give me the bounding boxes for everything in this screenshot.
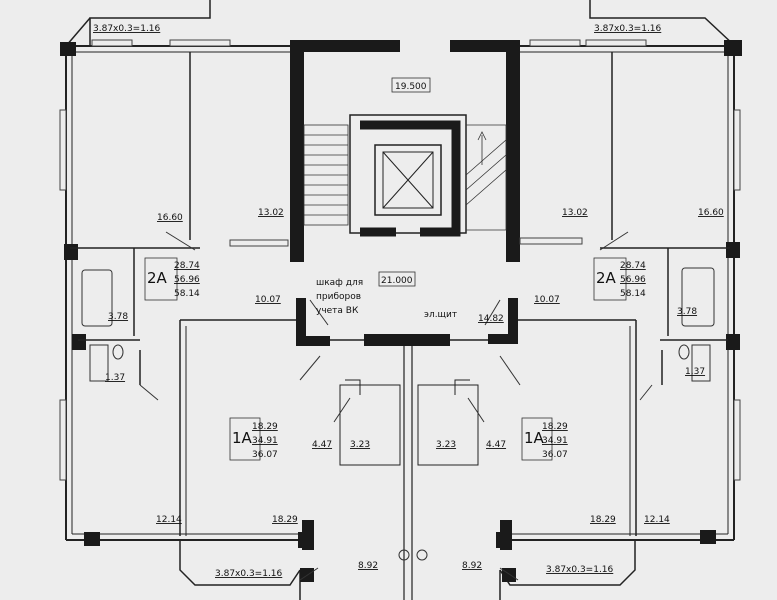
- room-area-right-kitchen: 13.02: [562, 208, 588, 218]
- elevation-top-box: [391, 77, 431, 93]
- room-area-left-room-big: 16.60: [157, 213, 183, 223]
- unit-area-with-loggia: 58.14: [174, 289, 200, 299]
- unit-total-area: 56.96: [620, 275, 646, 285]
- balcony-labels: 3.87x0.3=1.16 3.87x0.3=1.16 3.87x0.3=1.1…: [93, 24, 662, 579]
- room-area-right-bath: 3.78: [677, 307, 697, 317]
- unit-living-area: 28.74: [174, 261, 200, 271]
- room-area-hall: 14.82: [478, 314, 504, 324]
- unit-tag-left-1a: 1A 18.29 34.91 36.07: [229, 417, 278, 461]
- plumbing-fixtures: [81, 267, 715, 561]
- room-area-right-bottom-room2: 12.14: [644, 515, 670, 525]
- unit-area-with-loggia: 36.07: [252, 450, 278, 460]
- room-area-left-wc: 1.37: [105, 373, 125, 383]
- room-area-left-bottom-room: 12.14: [156, 515, 182, 525]
- room-area-left-corridor: 10.07: [255, 295, 281, 305]
- cabinet-label: шкаф для приборов учета ВК: [316, 278, 363, 316]
- unit-type: 1A: [232, 429, 253, 447]
- service-label: эл.щит: [424, 310, 457, 320]
- room-area-right-sanuzel: 3.23: [436, 440, 456, 450]
- cabinet-label-line-2: приборов: [316, 292, 361, 302]
- unit-living-area: 18.29: [542, 422, 568, 432]
- unit-total-area: 56.96: [174, 275, 200, 285]
- interior-walls: [70, 52, 730, 600]
- room-area-right-bottom-room: 18.29: [590, 515, 616, 525]
- doors: [139, 231, 653, 581]
- room-area-right-hall: 4.47: [486, 440, 506, 450]
- room-area-left-loggia: 8.92: [358, 561, 378, 571]
- elevator-core: [290, 40, 520, 262]
- unit-total-area: 34.91: [542, 436, 568, 446]
- balcony-label-top-right: 3.87x0.3=1.16: [594, 24, 662, 34]
- unit-area-with-loggia: 58.14: [620, 289, 646, 299]
- unit-living-area: 18.29: [252, 422, 278, 432]
- unit-tag-left-2a: 2A 28.74 56.96 58.14: [144, 257, 200, 301]
- cabinet-label-line-1: шкаф для: [316, 278, 363, 288]
- elevation-top: 19.500: [395, 82, 427, 92]
- unit-area-with-loggia: 36.07: [542, 450, 568, 460]
- room-area-right-loggia: 8.92: [462, 561, 482, 571]
- balcony-label-bottom-right: 3.87x0.3=1.16: [546, 565, 614, 575]
- unit-living-area: 28.74: [620, 261, 646, 271]
- cabinet-label-line-3: учета ВК: [316, 306, 359, 316]
- room-area-right-wc: 1.37: [685, 367, 705, 377]
- room-area-left-bottom-room2: 18.29: [272, 515, 298, 525]
- windows: [59, 39, 741, 481]
- elevation-mid: 21.000: [381, 276, 413, 286]
- room-area-left-sanuzel: 3.23: [350, 440, 370, 450]
- staircase: [303, 124, 507, 231]
- room-area-right-room-big: 16.60: [698, 208, 724, 218]
- unit-type: 2A: [596, 269, 617, 287]
- balcony-label-bottom-left: 3.87x0.3=1.16: [215, 569, 283, 579]
- unit-type: 2A: [147, 269, 168, 287]
- room-areas: 16.60 13.02 10.07 3.78 1.37 13.02 16.60 …: [105, 208, 724, 571]
- elevation-mid-box: [378, 271, 416, 287]
- room-area-left-hall: 4.47: [312, 440, 332, 450]
- hall-wall-segments: [296, 298, 518, 550]
- room-area-left-kitchen: 13.02: [258, 208, 284, 218]
- room-area-left-bath: 3.78: [108, 312, 128, 322]
- unit-tag-right-2a: 2A 28.74 56.96 58.14: [593, 257, 646, 301]
- balcony-label-top-left: 3.87x0.3=1.16: [93, 24, 161, 34]
- unit-total-area: 34.91: [252, 436, 278, 446]
- unit-type: 1A: [524, 429, 545, 447]
- room-area-right-corridor: 10.07: [534, 295, 560, 305]
- unit-tag-right-1a: 1A 18.29 34.91 36.07: [521, 417, 568, 461]
